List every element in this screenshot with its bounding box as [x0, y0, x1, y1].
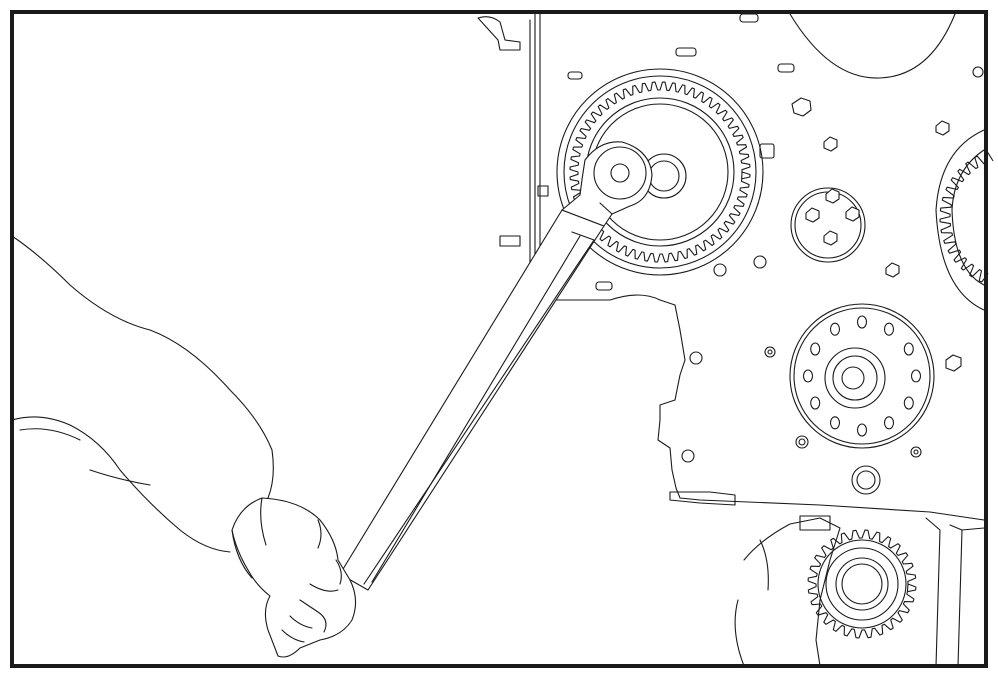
bolt-icon	[935, 120, 950, 136]
hub-hole	[810, 342, 821, 356]
hub-hole	[910, 369, 922, 383]
hub-hole	[856, 315, 868, 329]
slot-4	[739, 13, 759, 23]
bolt-icon	[885, 262, 900, 278]
bolt-flange	[790, 187, 866, 263]
hub-hole	[903, 396, 914, 410]
bolt-icon	[825, 188, 840, 204]
bolt-icon	[823, 136, 838, 152]
hub-hole	[883, 322, 895, 336]
bolt-icon	[791, 97, 812, 117]
hub-hole	[802, 369, 814, 383]
hub-hole	[829, 322, 841, 336]
slot-5	[759, 143, 775, 159]
hub-hole	[829, 416, 841, 430]
slot-3	[777, 63, 795, 73]
hex-bolts	[681, 66, 984, 495]
bolt-icon	[823, 230, 838, 246]
bolt-icon	[805, 207, 820, 223]
frame-border	[10, 10, 988, 668]
hub-hole	[856, 423, 868, 437]
hand-icon	[11, 235, 357, 658]
hub-hole	[903, 342, 914, 356]
bolt-icon	[945, 354, 962, 372]
slot-1	[567, 71, 583, 80]
hub-hole	[810, 396, 821, 410]
bolt-icon	[845, 206, 860, 222]
crank-hub	[789, 303, 935, 449]
slot-6	[595, 281, 613, 291]
wrench-icon	[339, 141, 653, 591]
bottom-gear-assembly	[734, 515, 985, 667]
hub-hole	[883, 416, 895, 430]
housing-slots	[567, 13, 795, 291]
slot-2	[675, 47, 697, 57]
upper-right-gear	[789, 13, 956, 79]
right-edge-gear	[935, 129, 994, 311]
